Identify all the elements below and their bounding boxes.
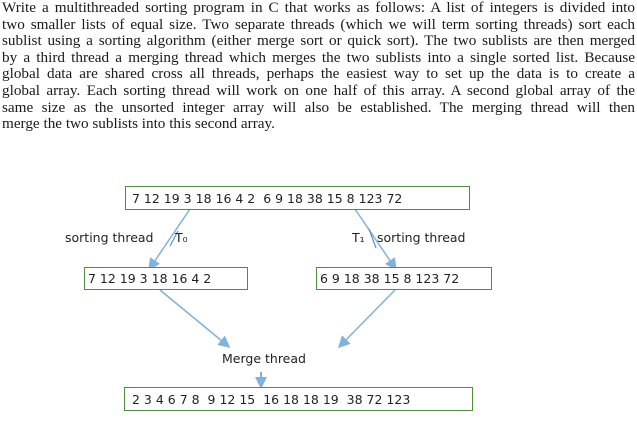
paragraph-line: merge the two sublists into this second … — [2, 115, 275, 133]
arrow-left-to-merge — [159, 289, 231, 348]
arrow-to-right-sublist — [354, 208, 397, 271]
arrow-to-left-sublist — [148, 208, 191, 271]
paragraph-line: sublist using a sorting algorithm (eithe… — [2, 32, 635, 50]
paragraph-line: global data are shared cross all threads… — [2, 65, 635, 83]
input-array-box: 7 12 19 3 18 16 4 2 6 9 18 38 15 8 123 7… — [125, 186, 470, 210]
input-array-values: 7 12 19 3 18 16 4 2 6 9 18 38 15 8 123 7… — [132, 190, 403, 206]
merge-thread-label: Merge thread — [222, 351, 306, 366]
right-sublist-values: 6 9 18 38 15 8 123 72 — [320, 271, 460, 286]
problem-description: Write a multithreaded sorting program in… — [2, 0, 635, 133]
right-thread-id: T₁ — [352, 230, 365, 245]
right-sorting-thread-label: sorting thread — [377, 230, 466, 245]
left-thread-id: T₀ — [175, 230, 188, 245]
left-sorting-thread-label: sorting thread — [65, 230, 154, 245]
paragraph-line: two smaller lists of equal size. Two sep… — [2, 15, 635, 33]
right-thread-divider — [368, 228, 377, 249]
left-thread-divider — [169, 230, 179, 247]
output-array-values: 2 3 4 6 7 8 9 12 15 16 18 18 19 38 72 12… — [132, 391, 411, 407]
paragraph-line: by a third thread a merging thread which… — [2, 48, 635, 66]
left-sublist-box: 7 12 19 3 18 16 4 2 — [84, 267, 248, 290]
paragraph-line: same size as the unsorted integer array … — [2, 98, 635, 116]
right-sublist-box: 6 9 18 38 15 8 123 72 — [316, 267, 492, 290]
arrow-right-to-merge — [337, 289, 396, 349]
output-array-box: 2 3 4 6 7 8 9 12 15 16 18 18 19 38 72 12… — [124, 387, 473, 411]
paragraph-line: Write a multithreaded sorting program in… — [2, 0, 635, 16]
paragraph-line: global array. Each sorting thread will w… — [2, 81, 635, 99]
left-sublist-values: 7 12 19 3 18 16 4 2 — [88, 271, 212, 286]
